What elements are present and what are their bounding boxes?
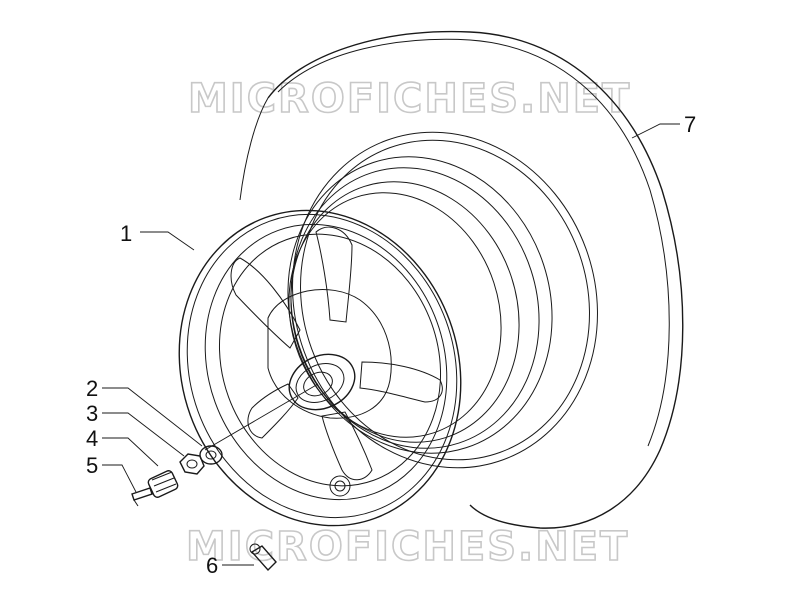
wheel-hub	[267, 289, 392, 497]
cotter-pin-drawing	[131, 487, 153, 507]
leader-lines	[102, 123, 680, 566]
watermark-bottom: MICROFICHES.NET	[186, 524, 629, 570]
callout-6: 6	[206, 553, 218, 578]
watermark-top: MICROFICHES.NET	[188, 76, 631, 122]
washer-drawing	[199, 445, 223, 465]
callout-4: 4	[86, 426, 98, 451]
nut-drawing	[179, 453, 205, 475]
wheel-rim-drawing	[178, 209, 462, 527]
valve-stem-drawing	[249, 543, 277, 572]
callout-7: 7	[684, 112, 696, 137]
callout-5: 5	[86, 453, 98, 478]
rim-spokes	[230, 226, 443, 481]
tire-drawing	[239, 30, 684, 529]
callout-2: 2	[86, 376, 98, 401]
callout-3: 3	[86, 401, 98, 426]
callout-1: 1	[120, 221, 132, 246]
